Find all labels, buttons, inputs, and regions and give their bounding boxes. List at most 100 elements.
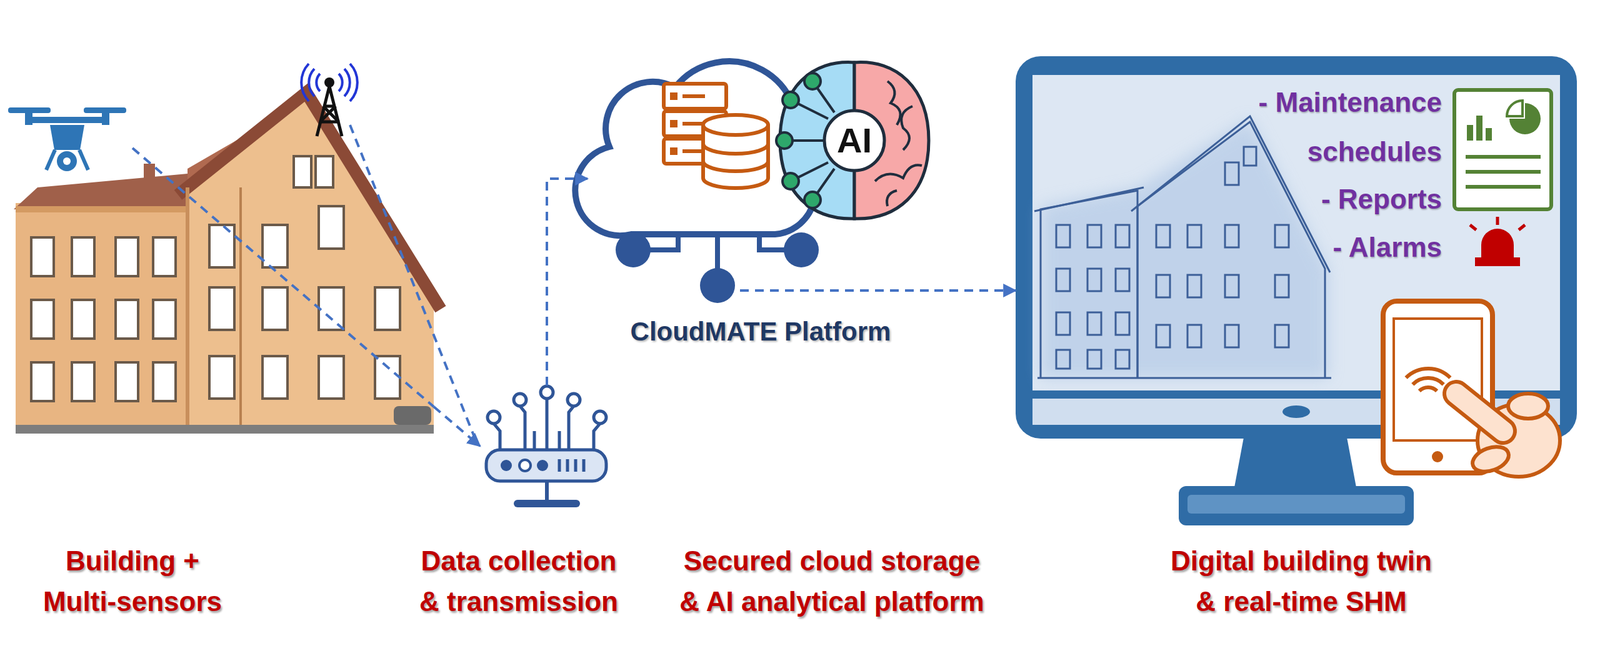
router-icon [493, 398, 600, 450]
router-icon [567, 393, 580, 407]
building-photo [315, 156, 334, 188]
ai-brain-icon [804, 191, 821, 209]
cloud-icon [670, 120, 678, 128]
building-sketch [1056, 312, 1070, 335]
cloud-icon [575, 61, 819, 304]
cloud-icon [703, 115, 769, 135]
antenna-icon [301, 63, 358, 137]
router-icon [559, 459, 584, 472]
report-icon [1506, 100, 1523, 117]
antenna-icon [324, 77, 335, 88]
building-sketch [1087, 225, 1102, 248]
monitor-icon [1282, 405, 1310, 419]
cloud-platform-node: AICloudMATE PlatformSecured cloud storag… [587, 50, 935, 350]
report-icon [1454, 90, 1552, 210]
building-photo [71, 362, 95, 402]
cloud-icon [700, 268, 735, 304]
building-photo [262, 356, 288, 399]
report-icon [1454, 90, 1552, 210]
drone-icon [46, 150, 55, 170]
router-icon [533, 431, 537, 450]
antenna-icon [316, 86, 342, 137]
building-sketch [1137, 121, 1325, 379]
building-photo [31, 156, 400, 402]
building-sketch [1034, 116, 1332, 379]
cloud-icon [715, 234, 720, 269]
antenna-icon [308, 68, 315, 97]
tablet-hand-icon [1406, 368, 1451, 379]
tablet-hand-icon [1393, 318, 1482, 441]
report-icon [1465, 155, 1541, 159]
building-sketch [1115, 225, 1130, 248]
building-sketch [1115, 350, 1130, 369]
building-sketch [1131, 116, 1330, 273]
building-photo [31, 300, 54, 339]
building-photo [178, 92, 441, 310]
report-icon [1476, 115, 1483, 141]
drone-icon [8, 107, 127, 172]
antenna-icon [338, 73, 343, 92]
signal-line [132, 148, 434, 407]
ai-brain-icon [776, 132, 793, 149]
tablet-hand-icon [1419, 387, 1437, 392]
signal-line [350, 125, 477, 442]
alarm-icon [1470, 216, 1525, 267]
drone-icon [63, 157, 71, 165]
dashed-arrow [433, 406, 480, 447]
building-photo [262, 287, 288, 330]
building-photo [318, 287, 344, 330]
report-icon [1485, 128, 1492, 141]
building-sketch [1156, 225, 1170, 248]
building-photo [153, 300, 176, 339]
ai-brain-icon [782, 173, 799, 190]
router-icon [513, 393, 527, 407]
stage-caption: Data collection & transmission [412, 540, 625, 622]
building-sketch [1156, 325, 1170, 348]
drone-icon [28, 116, 106, 124]
router-icon [545, 481, 549, 500]
ai-brain-icon [886, 190, 897, 207]
building-photo [71, 237, 95, 277]
building-sketch [1115, 268, 1130, 292]
building-photo [239, 187, 242, 434]
router-icon [540, 386, 554, 399]
cloud-icon [650, 234, 785, 269]
building-photo [115, 300, 139, 339]
cloud-icon [663, 83, 727, 109]
ai-brain-icon [776, 62, 929, 219]
building-photo [209, 287, 235, 330]
drone-icon [25, 112, 33, 125]
building-sketch [1156, 275, 1170, 298]
tablet-hand-icon [1412, 378, 1444, 385]
building-photo [13, 92, 441, 434]
tablet-hand-icon [1508, 393, 1549, 419]
building-sketch [1087, 312, 1102, 335]
antenna-icon [301, 63, 309, 102]
building-photo [209, 356, 235, 399]
building-sketch [1056, 268, 1070, 292]
cloud-icon [759, 234, 785, 250]
building-sketch [1037, 377, 1332, 380]
cloud-icon [670, 92, 678, 100]
building-photo [318, 206, 344, 249]
monitor-icon [1234, 437, 1357, 488]
building-sketch [1034, 116, 1332, 379]
router-icon [574, 459, 578, 472]
tablet-hand-icon [1383, 301, 1560, 477]
building-photo [375, 356, 400, 399]
cloud-icon [615, 232, 651, 268]
ai-brain-icon [901, 106, 913, 150]
building-photo [31, 362, 54, 402]
monitor-node: - Maintenance schedules- Reports- Alarms… [1015, 56, 1577, 526]
alarm-icon [1481, 228, 1514, 258]
router-icon [493, 423, 500, 450]
building-sketch [1087, 350, 1102, 369]
building-photo [115, 362, 139, 402]
building-sketch [1056, 350, 1070, 369]
antenna-icon [316, 73, 320, 92]
building-photo [143, 163, 155, 184]
router-icon [593, 411, 607, 424]
report-icon [1465, 103, 1541, 189]
building-node: Building + Multi-sensors [15, 86, 434, 434]
